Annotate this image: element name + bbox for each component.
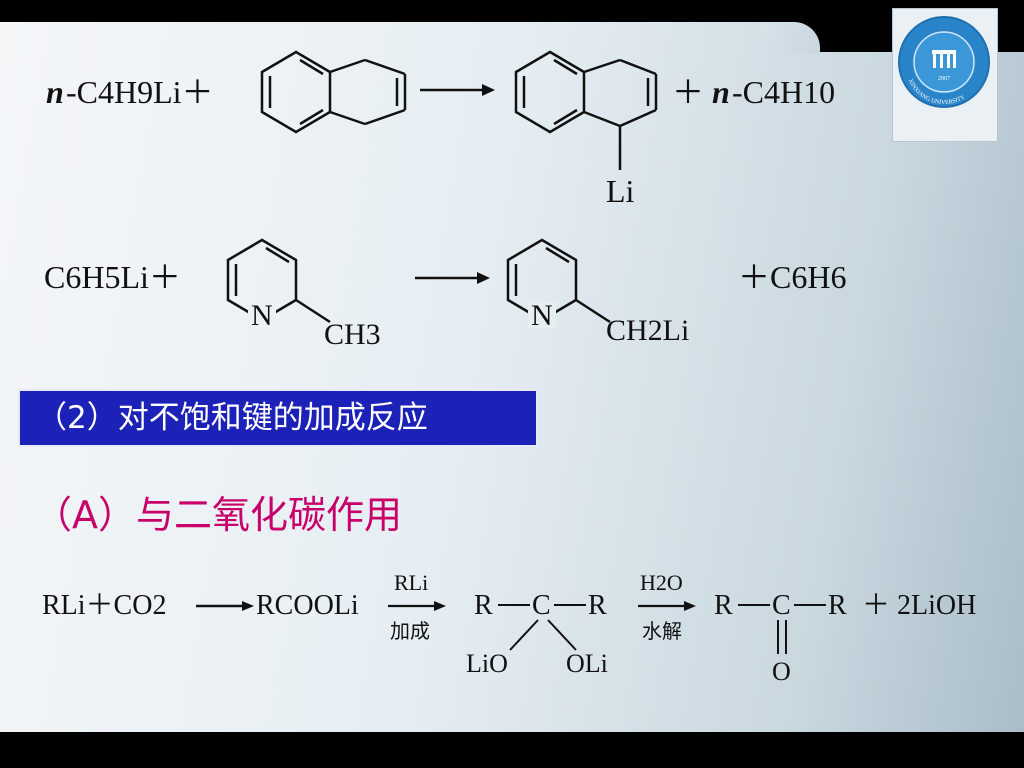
ketone-carbon: C (772, 590, 791, 621)
alkoxide-oli: OLi (566, 649, 608, 678)
byproduct-benzene: ＋C6H6 (738, 259, 846, 295)
ketone-r-right: R (828, 590, 847, 621)
picoline-ring (226, 238, 331, 324)
reaction-1: n -C4H9Li＋ (46, 50, 835, 209)
ketone-oxygen: O (772, 657, 791, 686)
arrow-2-reagent: H2O (640, 570, 683, 595)
section-label: （2）对不饱和键的加成反应 (18, 389, 538, 447)
logo-year: 2007 (938, 76, 950, 82)
reagent-butyllithium: -C4H9Li＋ (66, 74, 214, 110)
reaction-3-arrow-3 (638, 601, 696, 611)
byproduct-butane: -C4H10 (732, 74, 835, 110)
nitrogen-atom: N (251, 299, 273, 332)
intermediate-r-right: R (588, 590, 607, 621)
n-atom-bg-2 (528, 302, 556, 328)
arrow-1-reagent: RLi (394, 570, 428, 595)
intermediate-carbon: C (532, 590, 551, 621)
lithium-substituent: Li (606, 173, 635, 209)
byproduct-n-prefix: n (712, 74, 730, 110)
lithiated-picoline-ring (506, 238, 611, 324)
rli-plus-co2: RLi＋CO2 (42, 590, 166, 621)
plus-sign-1: ＋ (672, 74, 704, 110)
ketone-r-left: R (714, 590, 733, 621)
n-atom-bg (248, 302, 276, 328)
subheading: （A）与二氧化碳作用 (34, 493, 402, 537)
nitrogen-atom-2: N (531, 299, 553, 332)
reagent-phenyllithium: C6H5Li＋ (44, 259, 181, 295)
slide-panel (0, 22, 1024, 732)
reaction-3: RLi＋CO2 RCOOLi RLi 加成 R C R LiO OLi H2O … (42, 570, 976, 686)
lithiomethyl-group: CH2Li (606, 314, 689, 347)
alkoxide-lio: LiO (466, 649, 508, 678)
reaction-3-arrow-1 (196, 601, 254, 611)
methyl-group: CH3 (324, 318, 381, 351)
reagent-n-prefix: n (46, 74, 64, 110)
reaction-3-arrow-2 (388, 601, 446, 611)
reaction-2: C6H5Li＋ N CH3 N CH2Li ＋C6H6 (44, 238, 846, 351)
panel-corner (760, 22, 820, 54)
intermediate-r-left: R (474, 590, 493, 621)
indenyl-lithium-structure (514, 50, 658, 170)
university-logo: 2007 XINXIANG UNIVERSITY (898, 16, 990, 108)
arrow-1-condition: 加成 (390, 619, 430, 643)
lithium-carboxylate: RCOOLi (256, 590, 359, 621)
arrow-2-condition: 水解 (642, 619, 682, 643)
reaction-2-arrow (415, 272, 490, 284)
indene-structure (260, 50, 407, 134)
reaction-1-arrow (420, 84, 495, 96)
lithium-hydroxide-product: ＋ 2LiOH (862, 590, 976, 621)
